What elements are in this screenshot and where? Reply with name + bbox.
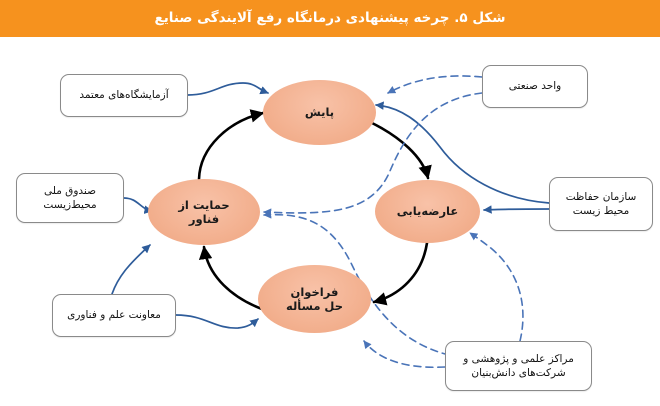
cycle-node-technologist-support[interactable]: حمایت از فناور xyxy=(148,179,260,245)
cycle-node-problem-call[interactable]: فراخوان حل مسأله xyxy=(258,265,371,333)
stakeholder-box-industrial-unit[interactable]: واحد صنعتی xyxy=(482,65,588,108)
diagram-canvas: پایش عارضه‌یابی فراخوان حل مسأله حمایت ا… xyxy=(0,37,660,406)
cycle-node-monitoring-label: پایش xyxy=(304,105,335,120)
link-vp-support xyxy=(111,244,151,295)
cycle-edge-call-support xyxy=(198,245,264,311)
stakeholder-box-research-centers-label: مراکز علمی و پژوهشی و شرکت‌های دانش‌بنیا… xyxy=(463,352,574,379)
cycle-node-problem-call-label: فراخوان حل مسأله xyxy=(286,284,343,313)
cycle-edge-diagnosis-call xyxy=(372,241,429,306)
figure-title-bar: شکل ۵. چرخه پیشنهادی درمانگاه رفع آلایند… xyxy=(0,0,660,37)
cycle-edge-support-monitoring xyxy=(197,109,265,181)
stakeholder-box-environmental-protection-organization-label: سازمان حفاظت محیط زیست xyxy=(565,190,637,217)
cycle-node-technologist-support-label: حمایت از فناور xyxy=(178,197,230,226)
link-research-call xyxy=(363,340,446,369)
stakeholder-box-certified-labs[interactable]: آزمایشگاه‌های معتمد xyxy=(60,74,188,117)
link-research-diagnosis xyxy=(469,232,524,342)
stakeholder-box-national-environment-fund[interactable]: صندوق ملی محیط‌زیست xyxy=(16,173,124,223)
stakeholder-box-research-centers[interactable]: مراکز علمی و پژوهشی و شرکت‌های دانش‌بنیا… xyxy=(445,341,592,391)
stakeholder-box-certified-labs-label: آزمایشگاه‌های معتمد xyxy=(79,89,169,102)
stakeholder-box-national-environment-fund-label: صندوق ملی محیط‌زیست xyxy=(43,184,97,211)
link-epo-diagnosis xyxy=(483,205,550,214)
cycle-node-diagnosis[interactable]: عارضه‌یابی xyxy=(375,180,480,243)
cycle-node-monitoring[interactable]: پایش xyxy=(263,80,376,145)
stakeholder-box-industrial-unit-label: واحد صنعتی xyxy=(508,80,562,93)
cycle-node-diagnosis-label: عارضه‌یابی xyxy=(396,204,459,219)
stakeholder-box-vice-presidency-science-technology[interactable]: معاونت علم و فناوری xyxy=(52,294,176,337)
link-vp-call xyxy=(175,314,259,329)
link-labs-monitoring xyxy=(187,82,269,96)
link-industry-monitoring xyxy=(387,75,483,94)
stakeholder-box-vice-presidency-science-technology-label: معاونت علم و فناوری xyxy=(67,309,161,322)
stakeholder-box-environmental-protection-organization[interactable]: سازمان حفاظت محیط زیست xyxy=(549,177,653,231)
figure-title: شکل ۵. چرخه پیشنهادی درمانگاه رفع آلایند… xyxy=(154,10,506,27)
cycle-edge-monitoring-diagnosis xyxy=(370,121,432,180)
